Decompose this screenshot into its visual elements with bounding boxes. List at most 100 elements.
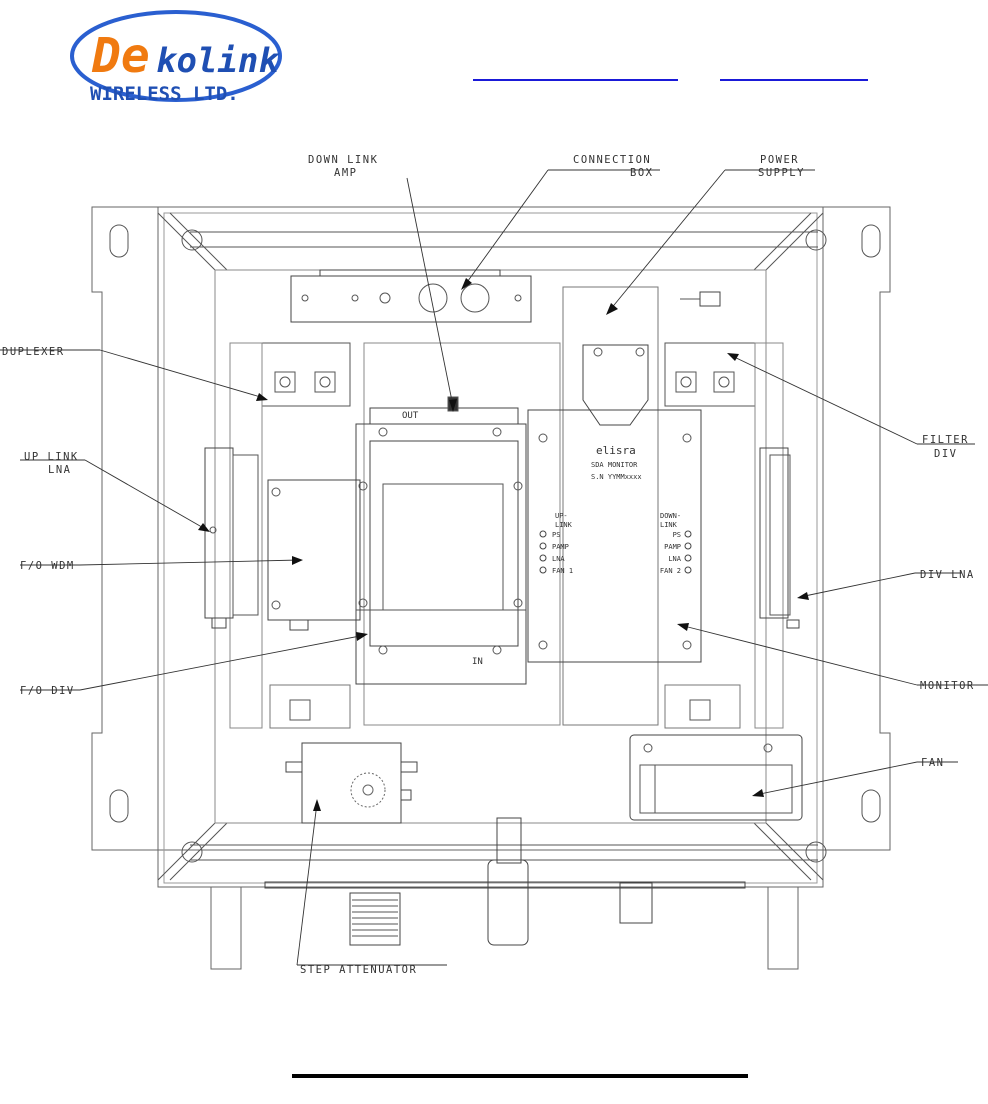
power-supply-connector (583, 345, 648, 425)
fan-inner (640, 765, 792, 813)
cable-gland-center (488, 860, 528, 945)
amp-screw-2 (493, 428, 501, 436)
label-div-lna: DIV LNA (920, 569, 975, 581)
leader-step-attenuator (297, 803, 317, 965)
psu-connector-screw-2 (636, 348, 644, 356)
duplexer-port-1-pin (280, 377, 290, 387)
arrowhead-monitor (677, 623, 689, 631)
corner-brace-tl (158, 213, 227, 270)
arrowhead-connection-box (461, 278, 472, 290)
label-down-link-amp-1: DOWN LINK (308, 154, 378, 166)
label-step-attenuator: STEP ATTENUATOR (300, 964, 417, 976)
downlink-leds-led-3 (685, 567, 691, 573)
monitor-downlink-title-2: LINK (660, 521, 678, 529)
downlink-leds-led-1 (685, 543, 691, 549)
attenuator-dial (351, 773, 385, 807)
div-lna-side (770, 455, 790, 615)
duplexer-port-2 (315, 372, 335, 392)
filter-port-2 (714, 372, 734, 392)
duplexer-port-1 (275, 372, 295, 392)
arrowhead-filter-div (727, 353, 739, 361)
fo-wdm-tab (290, 620, 308, 630)
arrowhead-up-link-lna (198, 523, 210, 532)
cable-center-tube (497, 818, 521, 863)
company-logo: De kolink WIRELESS LTD. (64, 6, 284, 110)
attenuator-port-2 (401, 762, 417, 772)
cable-gland-right (620, 883, 652, 923)
filter-port-1-pin (681, 377, 691, 387)
logo-prefix: De (91, 28, 150, 84)
leader-monitor (680, 625, 917, 685)
attenuator-port-1 (286, 762, 302, 772)
leader-duplexer (100, 350, 264, 398)
logo-subtitle: WIRELESS LTD. (90, 83, 239, 105)
corner-brace-tr (754, 213, 823, 270)
filter-div (665, 343, 755, 406)
gland-hole-4 (352, 295, 358, 301)
uplink-leds-label-2: LNA (552, 555, 565, 563)
div-lna-connector (787, 620, 799, 628)
label-duplexer: DUPLEXER (2, 346, 65, 358)
label-filter-div-2: DIV (934, 448, 957, 460)
fo-wdm (268, 480, 360, 620)
label-connection-box-1: CONNECTION (573, 154, 651, 166)
leader-fo-wdm (80, 560, 300, 565)
lower-port-right (665, 685, 740, 728)
center-plate (364, 343, 560, 725)
leg-left (211, 887, 241, 969)
gland-hole-3 (380, 293, 390, 303)
label-power-supply-1: POWER (760, 154, 799, 166)
fan-screw-1 (644, 744, 652, 752)
small-component (700, 292, 720, 306)
monitor-name: SDA MONITOR (591, 461, 638, 469)
filter-port-1 (676, 372, 696, 392)
downlink-leds-label-0: PS (673, 531, 681, 539)
footer-rule (292, 1074, 748, 1078)
monitor-uplink-title-1: UP- (555, 512, 568, 520)
fan-screw-2 (764, 744, 772, 752)
lower-port-left-conn (290, 700, 310, 720)
leader-power-supply (610, 170, 725, 310)
wdm-screw-1 (272, 488, 280, 496)
label-connection-box-2: BOX (630, 167, 653, 179)
cable-gland-left-thread (352, 900, 398, 936)
uplink-leds-led-0 (540, 531, 546, 537)
uplink-leds-label-1: PAMP (552, 543, 569, 551)
uplink-leds-led-3 (540, 567, 546, 573)
label-up-link-lna-2: LNA (48, 464, 71, 476)
cable-gland-left (350, 893, 400, 945)
label-power-supply-2: SUPPLY (758, 167, 805, 179)
box-screw-1 (302, 295, 308, 301)
label-fan: FAN (921, 757, 944, 769)
module-out-label: OUT (402, 411, 419, 421)
amp-screw-7 (379, 646, 387, 654)
mount-slot-bl (110, 790, 128, 822)
downlink-leds-label-2: LNA (668, 555, 681, 563)
monitor-downlink-title-1: DOWN- (660, 512, 681, 520)
connection-box (291, 276, 531, 322)
header-link-underline-1 (473, 79, 678, 81)
label-filter-div-1: FILTER (922, 434, 969, 446)
box-screw-2 (515, 295, 521, 301)
lower-port-right-conn (690, 700, 710, 720)
arrowhead-div-lna (797, 592, 809, 600)
label-monitor: MONITOR (920, 680, 975, 692)
leader-fan (755, 762, 917, 795)
monitor-screw-1 (539, 434, 547, 442)
logo-wordmark: kolink (156, 41, 280, 81)
attenuator-port-3 (401, 790, 411, 800)
monitor-screw-4 (683, 641, 691, 649)
corner-brace-bl (158, 823, 227, 880)
down-link-amp-top (370, 408, 518, 424)
monitor-screw-2 (683, 434, 691, 442)
mount-slot-br (862, 790, 880, 822)
psu-connector-screw-1 (594, 348, 602, 356)
connection-box-flange (320, 270, 500, 276)
mount-slot-tl (110, 225, 128, 257)
uplink-leds-led-1 (540, 543, 546, 549)
module-in-label: IN (472, 657, 483, 667)
amp-screw-1 (379, 428, 387, 436)
corner-brace-br (754, 823, 823, 880)
down-link-amp (356, 424, 526, 684)
